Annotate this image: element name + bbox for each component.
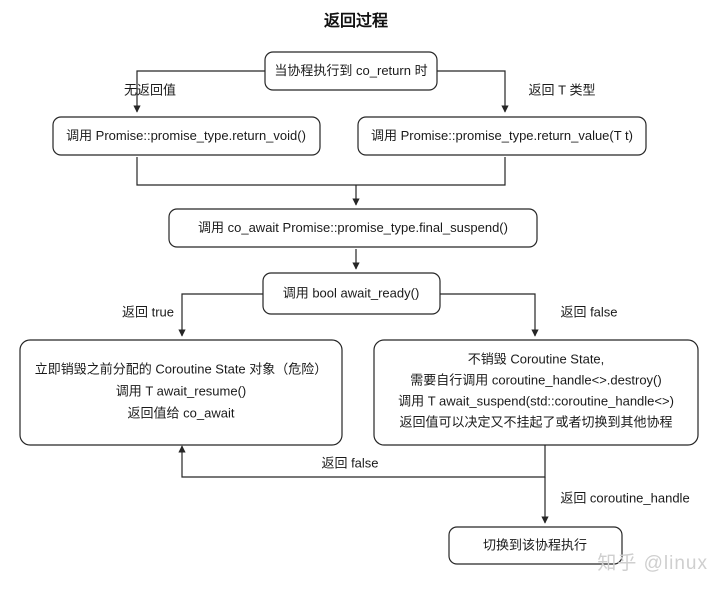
node-start-box xyxy=(264,51,438,91)
node-switch-coroutine-label: 切换到该协程执行 xyxy=(483,537,587,552)
edge-return-void-to-merge xyxy=(136,157,356,186)
edge-label-return-coroutine-handle: 返回 coroutine_handle xyxy=(560,490,689,505)
edge-label-return-false-loop: 返回 false xyxy=(321,455,378,470)
node-switch-coroutine-box xyxy=(448,526,623,565)
node-keep-state-line-4: 返回值可以决定又不挂起了或者切换到其他协程 xyxy=(399,414,672,429)
edge-label-return-false-ready: 返回 false xyxy=(560,304,617,319)
node-destroy-now-box xyxy=(19,339,343,446)
node-final-suspend-label: 调用 co_await Promise::promise_type.final_… xyxy=(198,220,508,235)
node-destroy-now-line-2: 调用 T await_resume() xyxy=(116,383,247,398)
node-return-value-label: 调用 Promise::promise_type.return_value(T … xyxy=(371,128,633,143)
edge-keep-state-to-destroy-now xyxy=(178,443,546,478)
node-keep-state-box xyxy=(373,339,699,446)
node-await-ready-label: 调用 bool await_ready() xyxy=(283,285,420,300)
edge-label-return-t-type: 返回 T 类型 xyxy=(529,82,596,97)
edge-start-to-return-value xyxy=(437,70,509,113)
edge-start-to-return-void xyxy=(133,70,265,113)
edge-return-value-to-merge xyxy=(356,157,506,186)
node-keep-state-line-1: 不销毁 Coroutine State, xyxy=(468,351,605,366)
node-return-value[interactable]: 调用 Promise::promise_type.return_value(T … xyxy=(357,116,647,156)
node-return-void-box xyxy=(52,116,321,156)
watermark: 知乎 @linux xyxy=(597,553,708,574)
edge-label-return-true: 返回 true xyxy=(122,304,174,319)
node-switch-coroutine[interactable]: 切换到该协程执行 xyxy=(448,526,623,565)
node-keep-state-line-3: 调用 T await_suspend(std::coroutine_handle… xyxy=(398,393,674,408)
node-keep-state-line-2: 需要自行调用 coroutine_handle<>.destroy() xyxy=(410,372,661,387)
node-destroy-now-line-1: 立即销毁之前分配的 Coroutine State 对象（危险） xyxy=(35,361,328,376)
node-return-value-box xyxy=(357,116,647,156)
node-return-void[interactable]: 调用 Promise::promise_type.return_void() xyxy=(52,116,321,156)
node-destroy-now[interactable]: 立即销毁之前分配的 Coroutine State 对象（危险） 调用 T aw… xyxy=(19,339,343,446)
node-start[interactable]: 当协程执行到 co_return 时 xyxy=(264,51,438,91)
node-final-suspend[interactable]: 调用 co_await Promise::promise_type.final_… xyxy=(168,208,538,248)
node-await-ready[interactable]: 调用 bool await_ready() xyxy=(262,272,441,315)
node-start-label: 当协程执行到 co_return 时 xyxy=(274,63,427,78)
edge-await-ready-to-destroy-now xyxy=(178,293,263,337)
node-return-void-label: 调用 Promise::promise_type.return_void() xyxy=(66,128,306,143)
edge-label-no-return-value: 无返回值 xyxy=(124,82,176,97)
node-await-ready-box xyxy=(262,272,441,315)
node-destroy-now-line-3: 返回值给 co_await xyxy=(128,405,235,420)
page-title: 返回过程 xyxy=(324,11,388,30)
node-final-suspend-box xyxy=(168,208,538,248)
edge-await-ready-to-keep-state xyxy=(440,293,539,337)
node-keep-state[interactable]: 不销毁 Coroutine State, 需要自行调用 coroutine_ha… xyxy=(373,339,699,446)
